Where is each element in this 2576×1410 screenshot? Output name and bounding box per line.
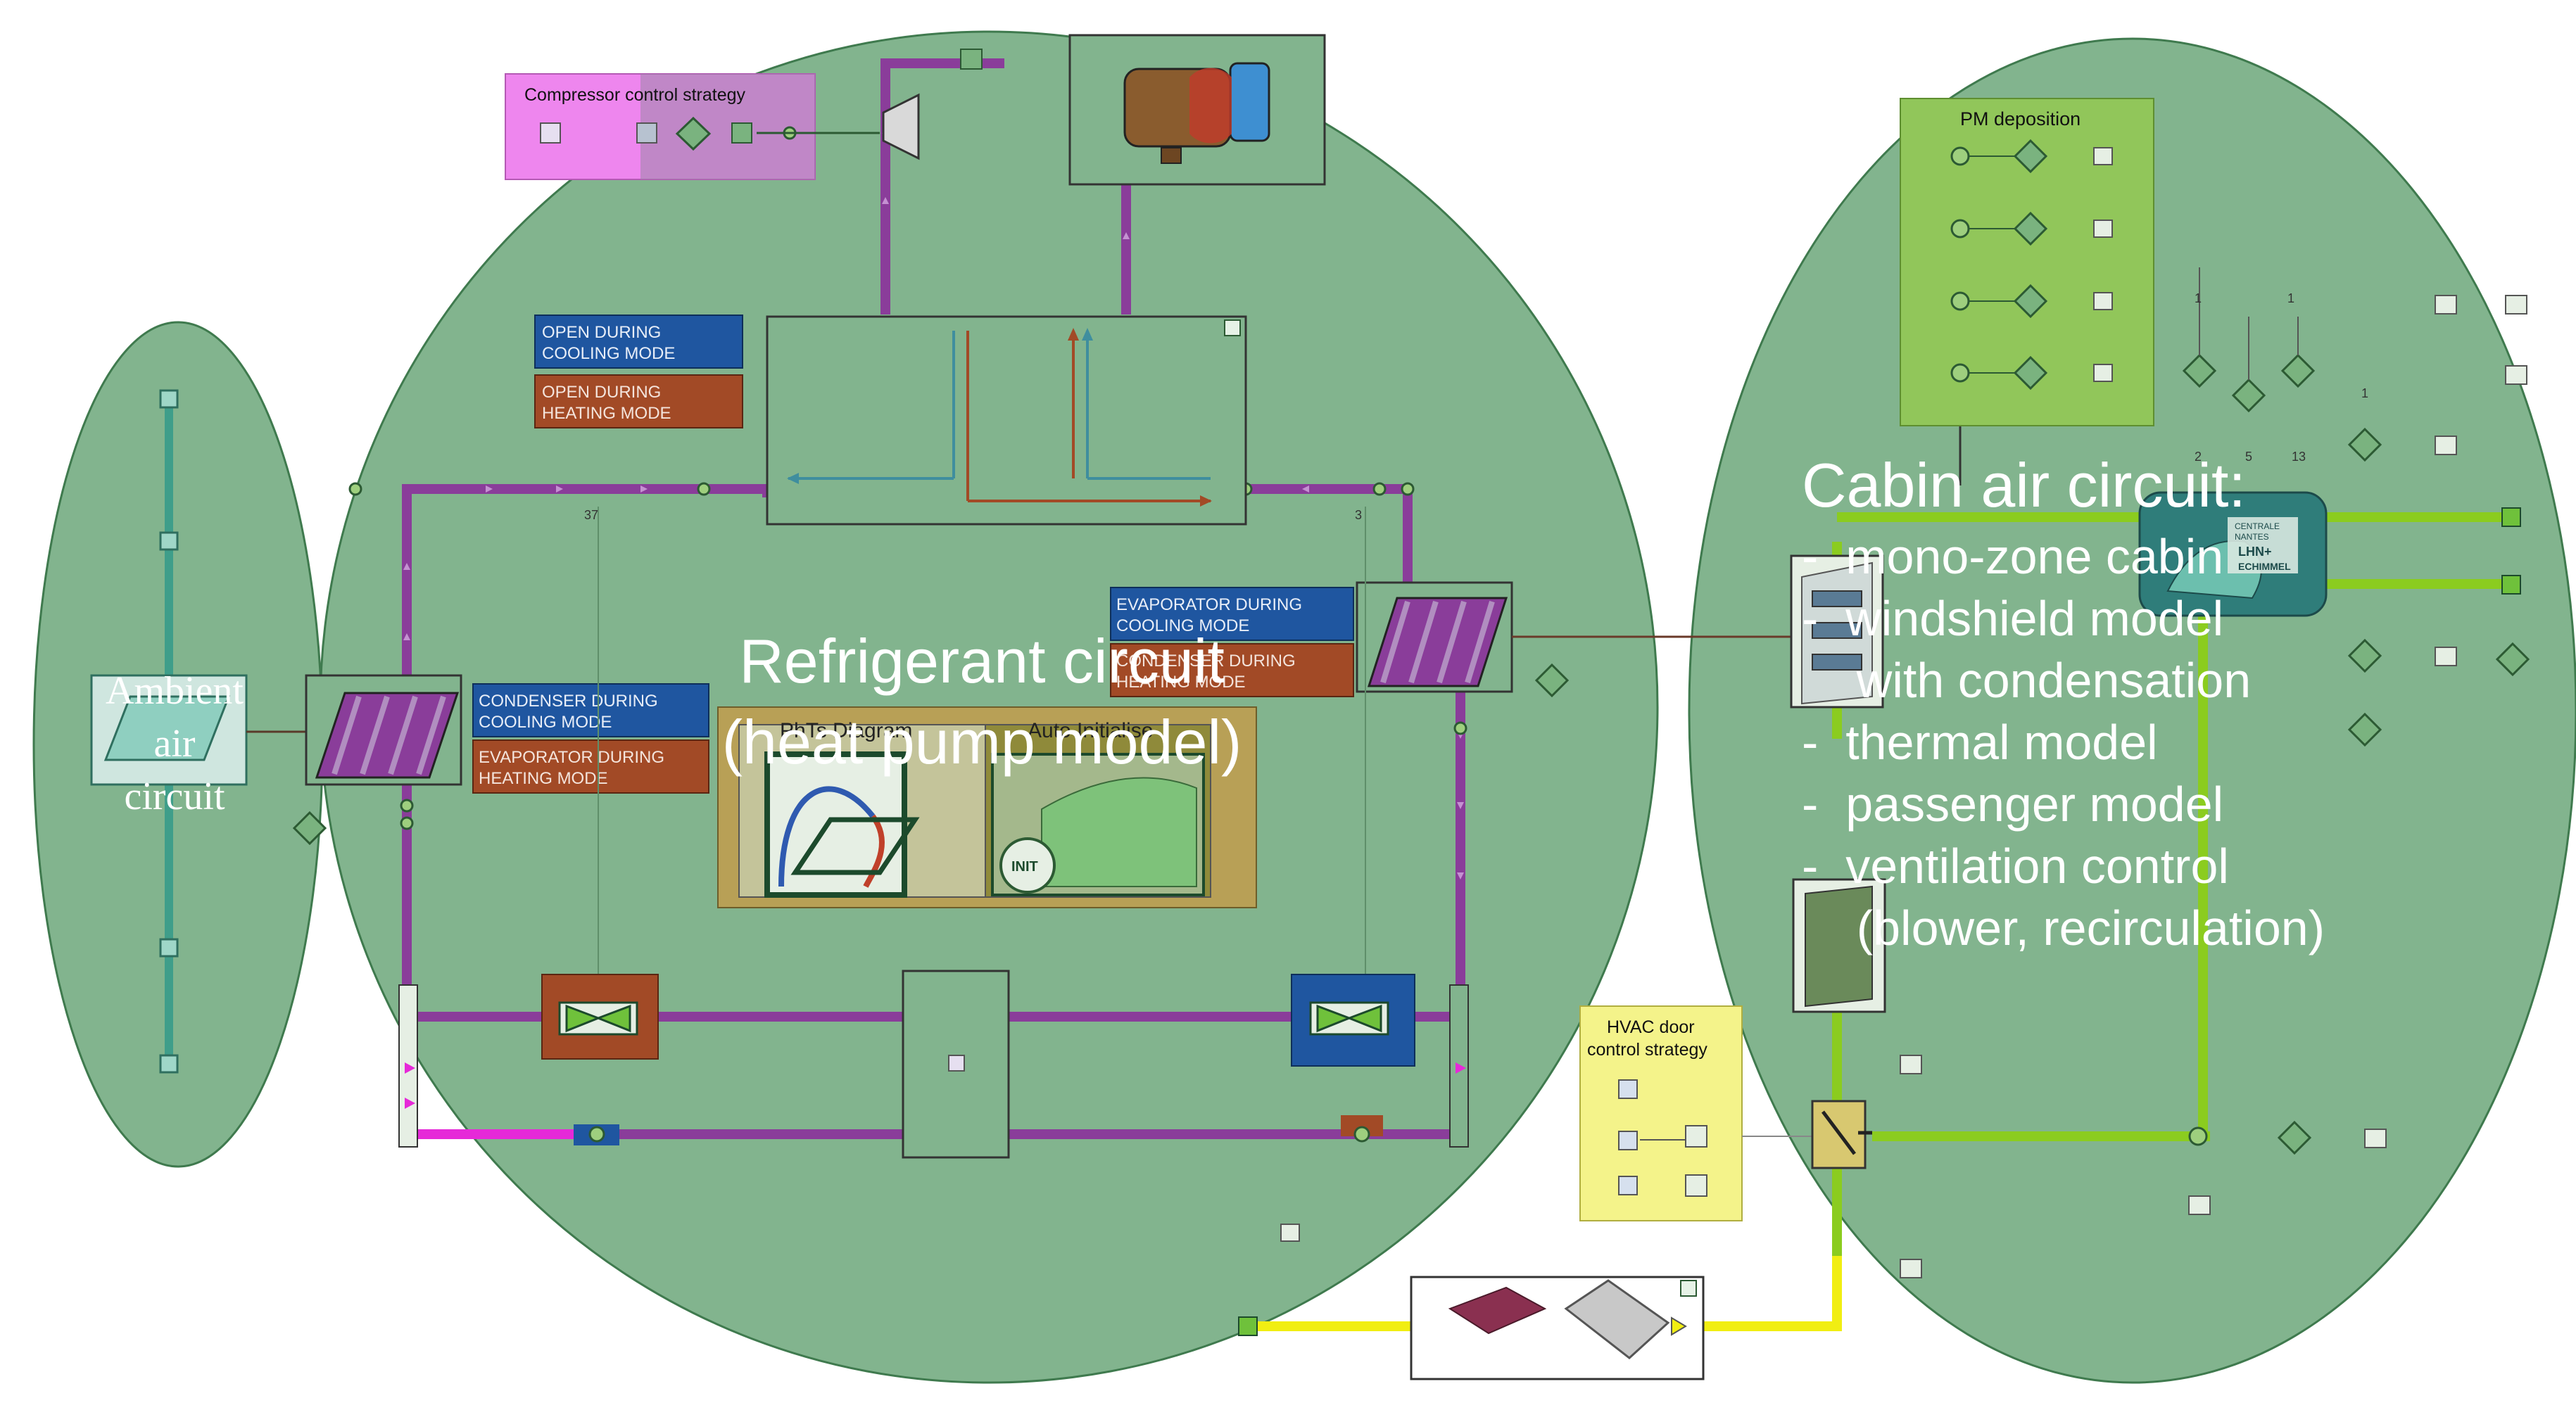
compressor-motor[interactable] (1068, 34, 1326, 186)
mode-label-evaporator-heating: EVAPORATOR DURING HEATING MODE (472, 739, 709, 794)
cabin-zone-item: - passenger model (1802, 777, 2223, 832)
accumulator[interactable] (902, 970, 1010, 1159)
svg-text:CONDENSER DURING: CONDENSER DURING (1116, 652, 1296, 671)
svg-text:1: 1 (2361, 386, 2368, 400)
cabin-filter[interactable] (1410, 1276, 1705, 1380)
svg-text:5: 5 (2245, 450, 2252, 464)
cabin-model[interactable]: CENTRALE NANTES LHN+ ECHIMMEL (2138, 491, 2328, 617)
cabin-control-blocks: 2 5 13 1 1 1 (1280, 267, 2530, 1278)
refrigerant-zone-label: Refrigerant circuit (heat pump model) (722, 626, 1242, 777)
cabin-zone-item: - windshield model (1802, 591, 2223, 646)
svg-text:OPEN DURING: OPEN DURING (542, 323, 661, 342)
svg-text:ECHIMMEL: ECHIMMEL (2238, 561, 2291, 572)
cabin-heat-exchanger[interactable] (1790, 554, 1884, 709)
expansion-valve-cooling[interactable] (1291, 974, 1415, 1067)
left-heat-exchanger[interactable] (305, 674, 462, 786)
svg-text:CENTRALE: CENTRALE (2235, 521, 2280, 531)
mode-label-evaporator-cooling: EVAPORATOR DURING COOLING MODE (1110, 587, 1354, 641)
mode-label-condenser-heating: CONDENSER DURING HEATING MODE (1110, 643, 1354, 697)
pm-deposition-box[interactable]: PM deposition (1900, 98, 2154, 426)
svg-text:COOLING MODE: COOLING MODE (542, 344, 675, 363)
check-valve-right[interactable] (1341, 1115, 1383, 1143)
svg-text:circuit: circuit (124, 775, 225, 818)
pm-deposition-title: PM deposition (1960, 108, 2081, 129)
mode-label-open-cooling: OPEN DURING COOLING MODE (534, 315, 743, 369)
svg-text:1: 1 (2287, 291, 2294, 305)
svg-text:LHN+: LHN+ (2238, 545, 2272, 559)
hvac-door-control-box[interactable]: HVAC door control strategy (1579, 1005, 1816, 1221)
refrigerant-nodes (348, 482, 1467, 830)
mode-label-open-heating: OPEN DURING HEATING MODE (534, 374, 743, 428)
recirculation-door[interactable] (1811, 1100, 1872, 1169)
svg-text:Ambient: Ambient (106, 669, 244, 713)
cabin-zone-item: - mono-zone cabin (1802, 529, 2223, 584)
svg-text:OPEN DURING: OPEN DURING (542, 383, 661, 402)
auto-init-title: Auto Initialise (1028, 719, 1153, 742)
compressor[interactable] (882, 49, 983, 160)
svg-text:(heat pump model): (heat pump model) (722, 707, 1242, 777)
ambient-circuit (90, 389, 327, 1074)
svg-text:HEATING MODE: HEATING MODE (1116, 673, 1246, 692)
cabin-zone-label: Cabin air circuit: - mono-zone cabin - w… (1802, 450, 2325, 955)
compressor-control-title: Compressor control strategy (524, 85, 746, 105)
right-valve-column (1449, 984, 1469, 1148)
svg-text:CONDENSER DURING: CONDENSER DURING (479, 692, 658, 711)
svg-text:air: air (153, 722, 195, 766)
svg-text:control strategy: control strategy (1587, 1040, 1707, 1060)
mode-label-condenser-cooling: CONDENSER DURING COOLING MODE (472, 683, 709, 737)
expansion-valve-heating[interactable] (541, 974, 659, 1060)
ambient-node[interactable] (159, 1054, 179, 1074)
check-valve-left[interactable] (574, 1124, 619, 1145)
cabin-zone-title: Cabin air circuit: (1802, 450, 2246, 520)
cabin-zone-item: (blower, recirculation) (1802, 901, 2325, 955)
tools-panel: PhTs Diagram Auto Initialise INIT (717, 706, 1257, 908)
svg-text:EVAPORATOR DURING: EVAPORATOR DURING (1116, 595, 1302, 614)
cabin-zone-item: - thermal model (1802, 715, 2158, 770)
ambient-node[interactable] (159, 938, 179, 958)
svg-text:COOLING MODE: COOLING MODE (1116, 616, 1249, 635)
svg-text:HVAC door: HVAC door (1607, 1017, 1695, 1037)
sensor-diamond[interactable] (292, 811, 327, 846)
reversing-valve-box[interactable] (766, 315, 1247, 526)
auto-init-icon[interactable]: INIT (991, 753, 1205, 896)
phts-title: PhTs Diagram (780, 719, 912, 742)
svg-text:Refrigerant circuit: Refrigerant circuit (739, 626, 1225, 696)
svg-text:HEATING MODE: HEATING MODE (542, 404, 671, 423)
ambient-zone-label: Ambient air circuit (106, 669, 244, 818)
ambient-node[interactable] (159, 389, 179, 409)
svg-text:1: 1 (2195, 291, 2202, 305)
ambient-node[interactable] (159, 531, 179, 551)
svg-text:COOLING MODE: COOLING MODE (479, 713, 612, 732)
compressor-control-box[interactable]: Compressor control strategy (505, 73, 880, 180)
cabin-zone-item: - ventilation control (1802, 839, 2229, 894)
left-valve-column (398, 984, 418, 1148)
init-badge: INIT (1011, 859, 1038, 875)
right-heat-exchanger[interactable] (1356, 581, 1513, 693)
svg-text:2: 2 (2195, 450, 2202, 464)
cabin-zone-item: with condensation (1802, 653, 2251, 708)
sensor-diamond[interactable] (1534, 663, 1570, 698)
svg-text:37: 37 (584, 508, 598, 522)
svg-text:3: 3 (1355, 508, 1362, 522)
phts-diagram-icon[interactable] (764, 751, 920, 898)
cabin-blower[interactable] (1792, 878, 1886, 1013)
svg-text:HEATING MODE: HEATING MODE (479, 769, 608, 788)
svg-text:EVAPORATOR DURING: EVAPORATOR DURING (479, 748, 664, 767)
svg-text:13: 13 (2292, 450, 2306, 464)
svg-text:NANTES: NANTES (2235, 532, 2269, 542)
